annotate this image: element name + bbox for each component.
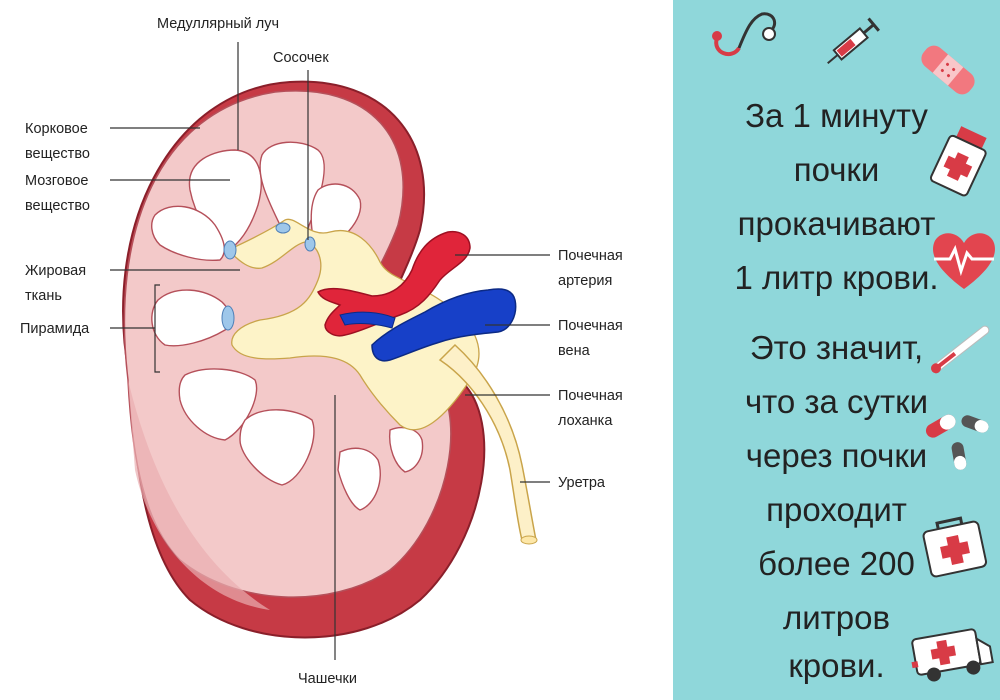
leader-lines (110, 42, 550, 660)
label-pelvis-line1: Почечная (558, 388, 623, 404)
panel-line: Это значит, (749, 329, 924, 366)
pyramid (151, 205, 225, 262)
panel-line: прокачивают (737, 205, 936, 242)
panel-line: более 200 (758, 545, 915, 582)
label-medullary-ray: Медуллярный луч (157, 16, 279, 32)
panel-line: За 1 минуту (745, 97, 928, 134)
label-fat-line2: ткань (25, 288, 62, 304)
ambulance-icon (911, 628, 994, 682)
bandage-icon (921, 45, 975, 95)
label-pelvis-line2: лоханка (558, 413, 613, 429)
label-medulla-line1: Мозговое (25, 173, 89, 189)
pyramid (178, 368, 258, 441)
panel-line: через почки (745, 437, 928, 474)
label-calyces: Чашечки (298, 671, 357, 687)
kidney-diagram: Медуллярный луч Сосочек Корковое веществ… (20, 16, 623, 687)
kidney-cut-face (128, 380, 270, 610)
label-pyramid: Пирамида (20, 321, 90, 337)
renal-vein (371, 288, 517, 362)
label-ureter: Уретра (558, 475, 606, 491)
label-cortex-line1: Корковое (25, 121, 88, 137)
label-papilla: Сосочек (273, 50, 329, 66)
ureter-end (520, 535, 538, 545)
heart-pulse-icon (933, 233, 995, 289)
label-medulla-line2: вещество (25, 198, 90, 214)
info-panel: За 1 минуту почки прокачивают 1 литр кро… (673, 0, 1000, 700)
pills-icon (925, 414, 989, 470)
pyramid (151, 289, 232, 347)
panel-line: 1 литр крови. (734, 259, 939, 296)
panel-line: проходит (766, 491, 907, 528)
panel-line: литров (782, 599, 891, 636)
renal-artery (317, 230, 471, 337)
label-cortex-line2: вещество (25, 146, 90, 162)
panel-line: почки (793, 151, 880, 188)
renal-vein-branch (339, 311, 396, 329)
label-vein-line2: вена (558, 343, 591, 359)
panel-line: что за сутки (744, 383, 929, 420)
pyramid (337, 447, 381, 511)
label-artery-line2: артерия (558, 273, 612, 289)
medicine-bottle-icon (929, 126, 987, 197)
label-artery-line1: Почечная (558, 248, 623, 264)
thermometer-icon (930, 325, 990, 374)
papillae (221, 222, 316, 331)
pyramid (239, 409, 315, 486)
label-fat-line1: Жировая (25, 263, 86, 279)
syringe-icon (827, 17, 880, 64)
label-vein-line1: Почечная (558, 318, 623, 334)
stethoscope-icon (712, 12, 777, 57)
first-aid-kit-icon (922, 516, 988, 578)
panel-line: крови. (788, 647, 885, 684)
